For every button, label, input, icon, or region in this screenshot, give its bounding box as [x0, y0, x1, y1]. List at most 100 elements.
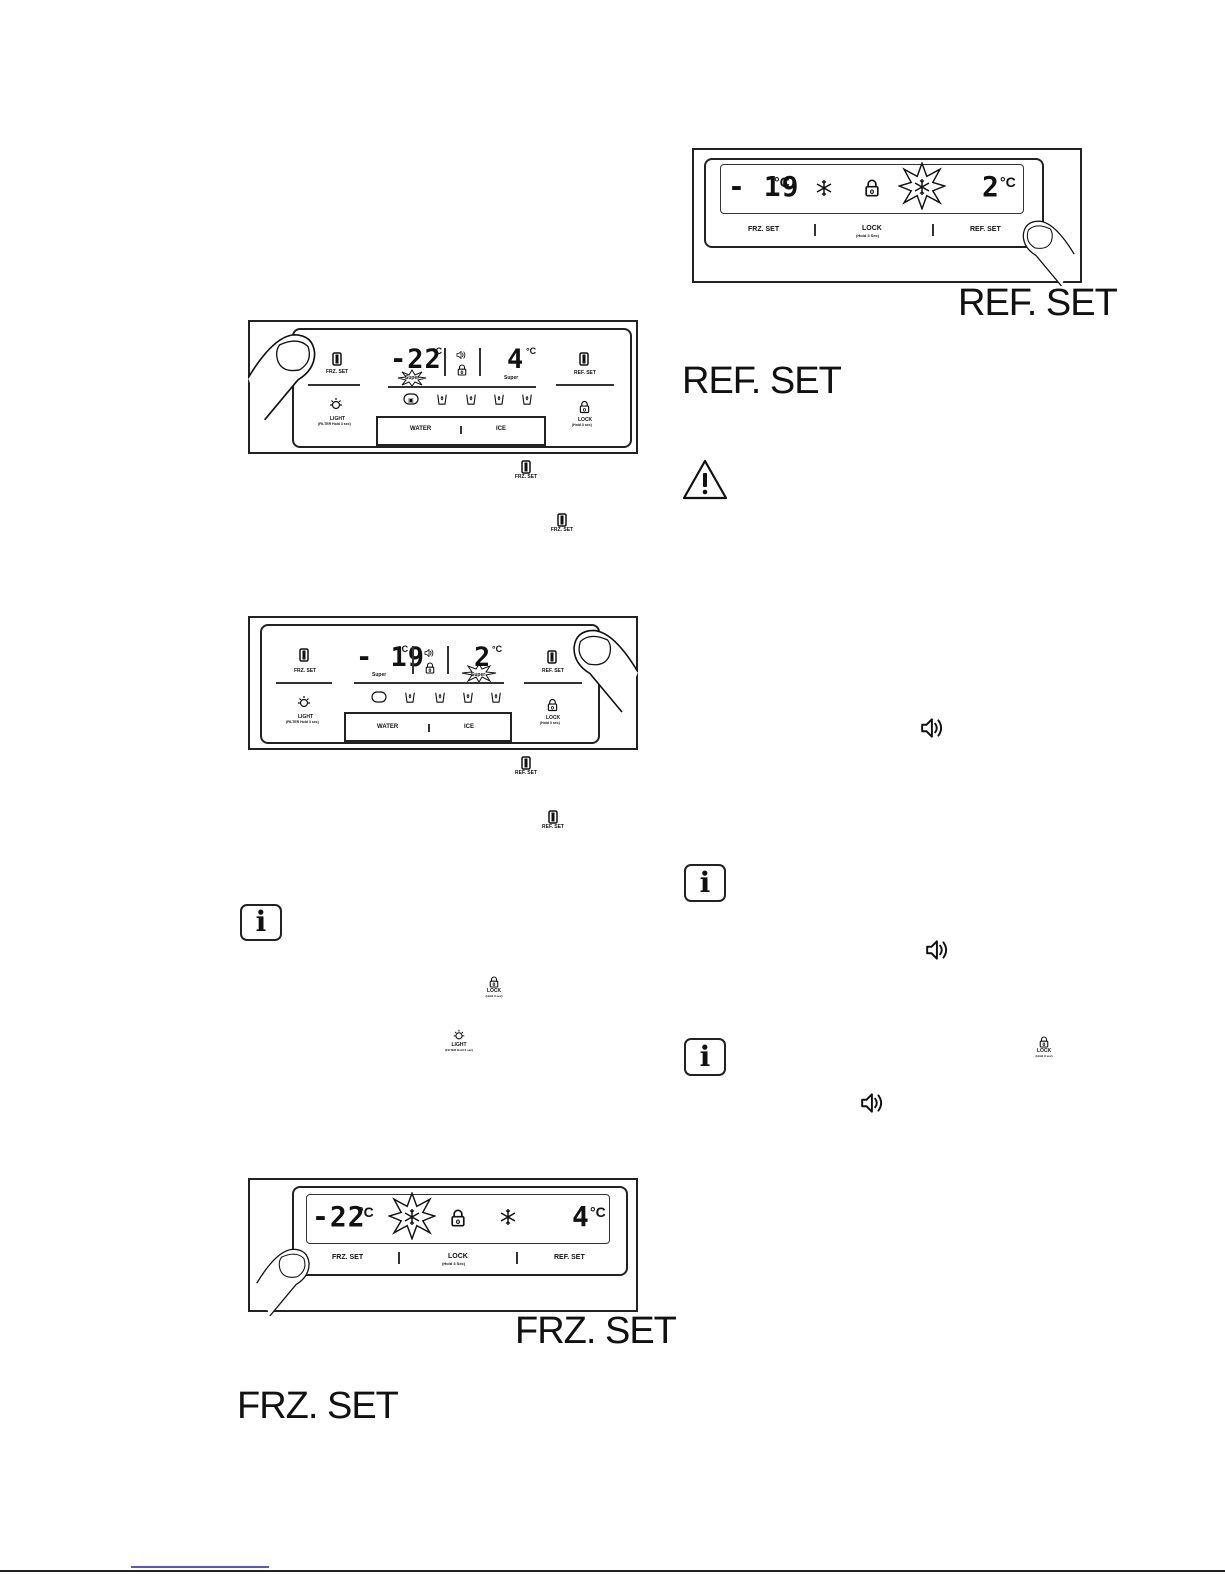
freezer-super-label: Super	[372, 672, 387, 678]
lock-label[interactable]: LOCK	[448, 1253, 468, 1260]
frz-set-label[interactable]: FRZ. SET	[748, 226, 780, 233]
water-cup-icon	[404, 690, 416, 704]
ice-crusher-icon	[371, 691, 387, 703]
lock-label: LOCK	[578, 417, 593, 423]
water-label[interactable]: WATER	[377, 724, 399, 730]
sound-icon	[920, 716, 946, 740]
cubed-ice-icon	[465, 392, 477, 406]
lock-sublabel: (Hold 3 sec)	[572, 423, 592, 427]
cubed-ice-icon	[434, 690, 446, 704]
ref-set-button-icon[interactable]	[579, 352, 589, 366]
lock-label[interactable]: LOCK	[862, 225, 882, 232]
panel-frame	[704, 158, 1044, 248]
freezer-unit: °C	[398, 644, 409, 654]
frz-set-label: FRZ. SET	[326, 369, 349, 375]
sound-icon-3	[860, 1091, 886, 1115]
frz-set-title: FRZ. SET	[237, 1385, 399, 1427]
freezer-temperature-display: -22	[312, 1200, 366, 1233]
inline-lock-icon: LOCK (Hold 3 sec)	[482, 976, 506, 998]
lcd-screen	[306, 1194, 610, 1244]
fridge-super-label: Super	[471, 672, 486, 678]
frz-set-label: FRZ. SET	[294, 668, 317, 674]
lock-status-icon	[450, 1209, 466, 1227]
control-panel-ref: FRZ. SET - 19 °C Super 2 °C Super REF. S…	[248, 616, 638, 750]
lock-status-icon	[864, 179, 880, 197]
water-ice-box	[376, 416, 546, 446]
snowflake-icon-2	[498, 1207, 518, 1227]
inline-light-icon: LIGHT (FILTER Hold 3 sec)	[440, 1028, 478, 1052]
ref-set-title: REF. SET	[682, 360, 842, 402]
ice-label[interactable]: ICE	[464, 724, 475, 730]
water-ice-box	[344, 712, 512, 742]
fridge-unit: °C	[1000, 174, 1016, 190]
ice-crusher-icon: ▣	[403, 393, 419, 405]
finger-pointer-icon	[248, 1244, 344, 1316]
ref-set-label: REF. SET	[542, 668, 564, 674]
control-panel-frz: FRZ. SET -22 °C Super 4 °C Super ▣ REF. …	[248, 320, 638, 454]
light-sublabel: (FILTER Hold 3 sec)	[286, 720, 319, 724]
fridge-temperature-display: 4	[572, 1200, 590, 1233]
frz-set-caption: FRZ. SET	[515, 1310, 677, 1352]
control-panel-ref-small: - 19 °C 2 °C FRZ. SET LOCK (Hold 3 Sec) …	[692, 148, 1082, 283]
lock-button-icon[interactable]	[579, 400, 590, 414]
fridge-unit: °C	[492, 644, 503, 654]
freezer-temperature-display: -22	[390, 344, 442, 375]
ref-set-label[interactable]: REF. SET	[554, 1254, 585, 1261]
light-label: LIGHT	[330, 416, 345, 422]
inline-ref-set-icon: REF. SET	[514, 756, 538, 776]
info-icon-2: i	[684, 864, 726, 902]
lock-sublabel: (Hold 3 Sec)	[856, 233, 880, 238]
sound-icon	[424, 648, 435, 658]
footer-link-underline[interactable]	[131, 1566, 269, 1568]
sound-icon	[456, 350, 467, 360]
water-cup-icon	[436, 392, 448, 406]
finger-pointer-icon	[988, 216, 1084, 286]
water-label[interactable]: WATER	[410, 426, 432, 432]
lock-label: LOCK	[546, 715, 561, 721]
ice-label[interactable]: ICE	[496, 426, 507, 432]
crushed-ice-icon	[462, 690, 474, 704]
freezer-super-label: Super	[405, 375, 420, 381]
freezer-temperature-display: - 19	[356, 642, 426, 673]
freezer-unit: °C	[358, 1204, 374, 1220]
finger-pointer-icon	[542, 622, 638, 714]
lock-sublabel: (Hold 3 sec)	[540, 721, 560, 725]
light-sublabel: (FILTER Hold 3 sec)	[318, 422, 351, 426]
snowflake-icon	[814, 178, 834, 198]
snowflake-icon	[402, 1207, 422, 1227]
light-label: LIGHT	[298, 714, 313, 720]
lock-status-icon	[425, 662, 435, 674]
lock-status-icon	[457, 364, 467, 376]
warning-icon	[682, 459, 728, 500]
light-bulb-icon[interactable]	[296, 694, 312, 710]
crushed-ice-icon	[493, 392, 505, 406]
freezer-unit: °C	[774, 174, 790, 190]
lock-sublabel: (Hold 3 Sec)	[442, 1261, 466, 1266]
lcd-screen	[720, 164, 1024, 214]
info-icon-3: i	[684, 1038, 726, 1076]
panel-frame	[292, 328, 632, 448]
ref-set-caption: REF. SET	[958, 282, 1118, 324]
svg-text:▣: ▣	[408, 397, 414, 404]
fridge-super-label: Super	[504, 375, 519, 381]
inline-frz-set-icon-2: FRZ. SET	[550, 513, 574, 533]
ref-set-label[interactable]: REF. SET	[970, 226, 1001, 233]
frz-set-button-icon[interactable]	[299, 648, 309, 662]
footer-rule	[0, 1570, 1225, 1572]
ref-set-label: REF. SET	[574, 370, 596, 376]
info-icon: i	[240, 904, 282, 941]
fridge-temperature-display: 4	[507, 344, 525, 375]
panel-frame	[292, 1186, 628, 1276]
fridge-temperature-display: 2	[474, 642, 492, 673]
inline-lock-icon-2: LOCK (Hold 3 sec)	[1032, 1036, 1056, 1058]
inline-frz-set-icon: FRZ. SET	[514, 460, 538, 480]
fridge-unit: °C	[526, 346, 537, 356]
sound-icon-2	[925, 938, 951, 962]
ice-off-icon	[490, 690, 502, 704]
ice-off-icon	[521, 392, 533, 406]
inline-ref-set-icon-2: REF. SET	[541, 810, 565, 830]
frz-set-label[interactable]: FRZ. SET	[332, 1254, 364, 1261]
freezer-temperature-display: - 19	[728, 170, 800, 203]
control-panel-frz-small: -22 °C 4 °C FRZ. SET LOCK (Hold 3 Sec) R…	[248, 1178, 638, 1312]
snowflake-icon-2	[912, 177, 932, 197]
